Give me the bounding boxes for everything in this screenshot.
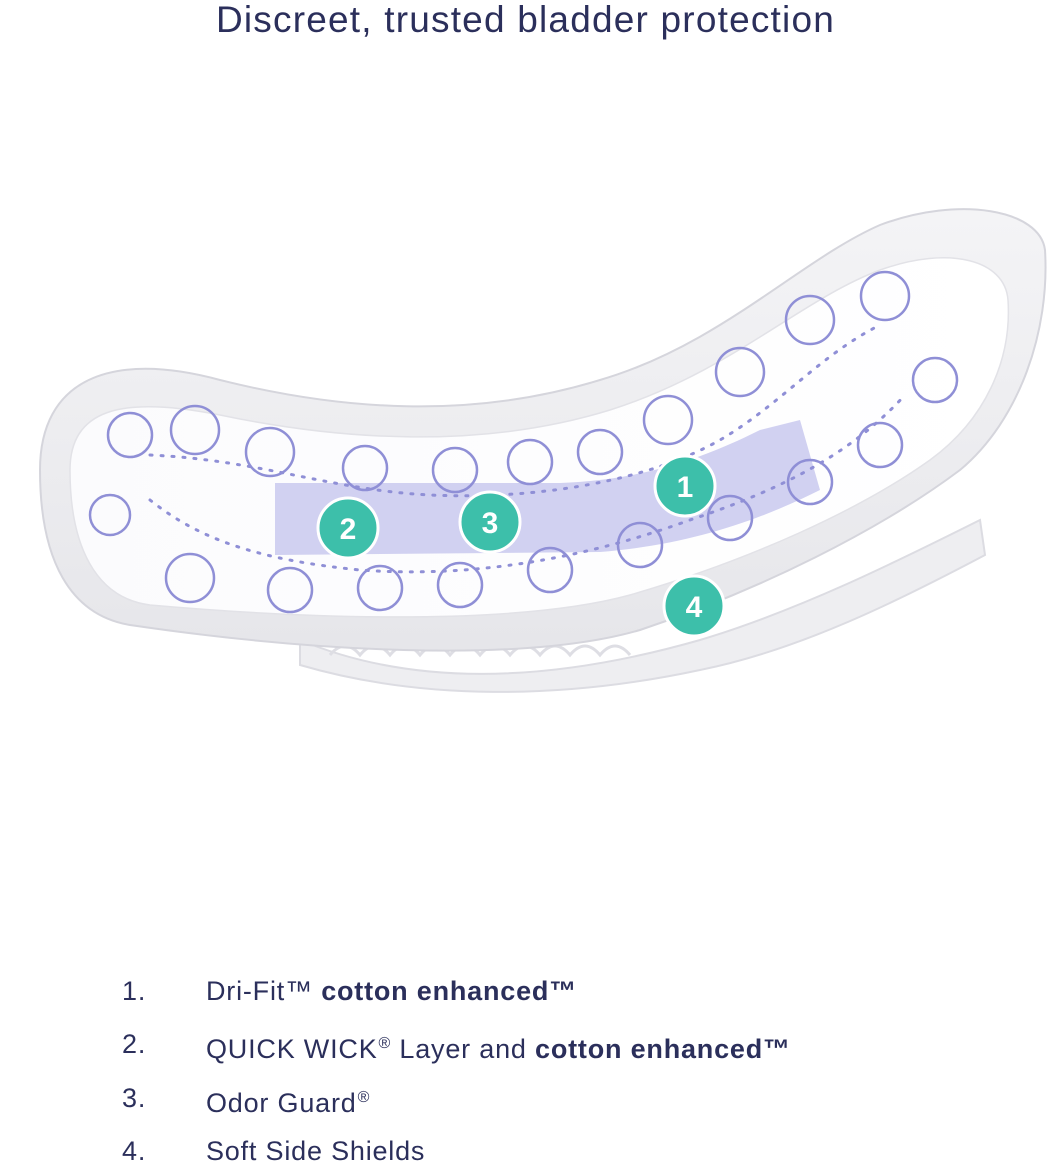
lace-pattern-top: [106, 270, 911, 494]
feature-item: 1. Dri-Fit™ cotton enhanced™: [0, 971, 1051, 1011]
feature-plain: Layer and: [391, 1034, 536, 1064]
svg-text:4: 4: [686, 591, 703, 624]
registered-mark: ®: [357, 1089, 371, 1106]
feature-number: 3.: [122, 1083, 147, 1113]
dotted-channel-bottom: [148, 393, 907, 574]
absorbent-core: [275, 420, 820, 555]
callout-2: 2: [316, 496, 380, 560]
feature-text: Dri-Fit™ cotton enhanced™: [206, 971, 577, 1011]
trademark-mark: ™: [285, 976, 313, 1006]
feature-plain: Odor Guard: [206, 1088, 357, 1118]
side-shield-shape: [299, 518, 987, 693]
feature-bold: cotton enhanced: [321, 976, 550, 1006]
feature-bold: cotton enhanced: [535, 1034, 764, 1064]
feature-plain: Dri-Fit: [206, 976, 286, 1006]
page-title: Discreet, trusted bladder protection: [215, 0, 836, 40]
dotted-channel-top: [148, 323, 882, 498]
registered-mark: ®: [378, 1035, 392, 1052]
feature-text: QUICK WICK® Layer and cotton enhanced™: [206, 1024, 791, 1069]
feature-text: Soft Side Shields: [206, 1131, 425, 1171]
svg-text:2: 2: [340, 513, 357, 546]
svg-text:1: 1: [677, 471, 694, 504]
callout-1: 1: [653, 454, 717, 518]
callout-3: 3: [458, 490, 522, 554]
pad-illustration: 1 2 3 4: [38, 208, 1047, 693]
lace-pattern-bottom: [88, 356, 959, 614]
feature-item: 4. Soft Side Shields: [0, 1131, 1051, 1171]
feature-item: 2. QUICK WICK® Layer and cotton enhanced…: [0, 1024, 1051, 1064]
feature-number: 1.: [122, 976, 147, 1006]
feature-plain: Soft Side Shields: [206, 1136, 426, 1166]
trademark-mark: ™: [763, 1034, 791, 1064]
feature-item: 3. Odor Guard®: [0, 1078, 1051, 1118]
feature-number: 2.: [122, 1029, 147, 1059]
feature-text: Odor Guard®: [206, 1078, 370, 1123]
callout-4: 4: [662, 574, 726, 638]
feature-plain: QUICK WICK: [206, 1034, 378, 1064]
svg-text:3: 3: [482, 507, 499, 540]
trademark-mark: ™: [549, 976, 578, 1006]
feature-number: 4.: [122, 1136, 147, 1166]
